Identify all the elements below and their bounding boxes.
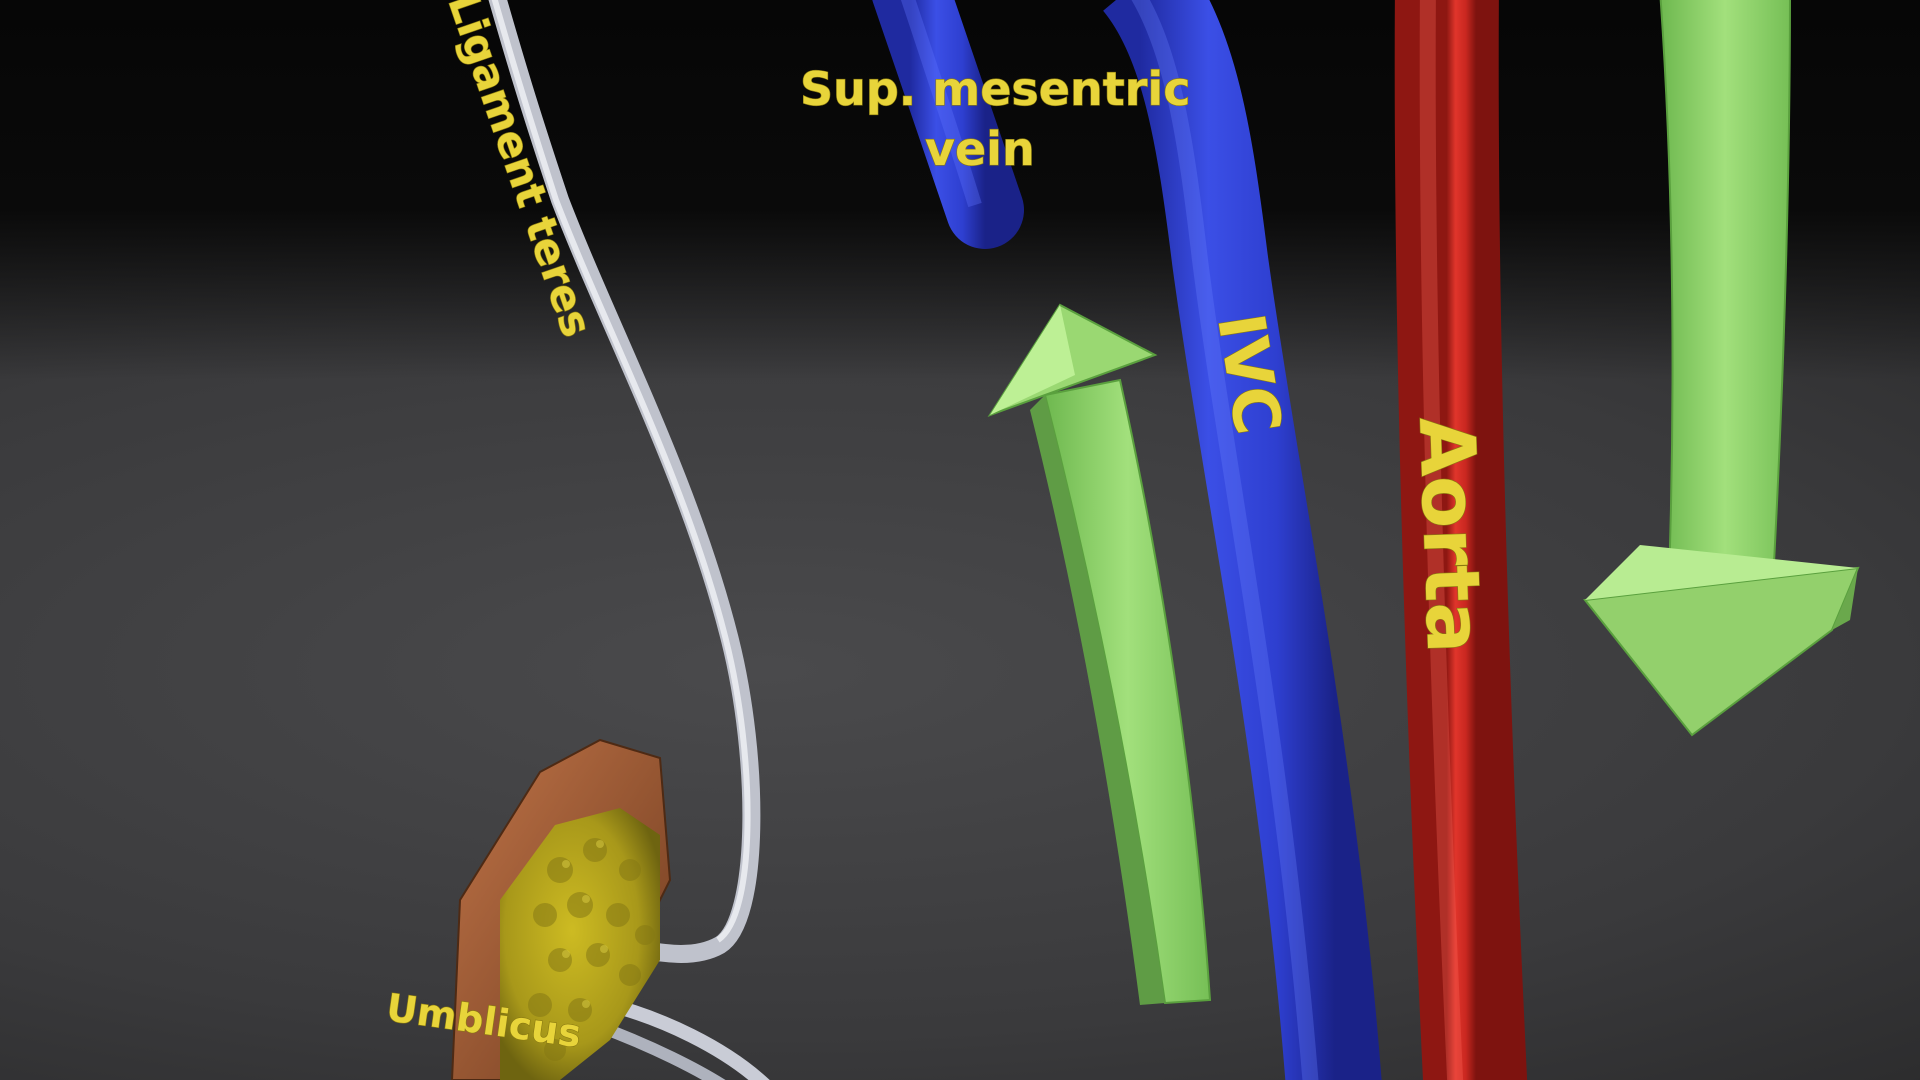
sup-mesenteric-vein-highlight [900,0,982,208]
aorta-vessel-highlight [1419,0,1464,1080]
umbilicus [450,738,672,1080]
sup-mesenteric-vein [872,0,1024,249]
aorta-vessel [1394,0,1528,1080]
downward-flow-arrow [1583,0,1860,737]
label-aorta: Aorta [1402,416,1499,655]
upward-flow-arrow [987,303,1212,1005]
ligament-teres-highlight [491,0,751,943]
label-sup-mesentric-line1: Sup. mesentric [800,62,1190,116]
ivc-vessel [1102,0,1382,1080]
label-sup-mesentric-line2: vein [925,122,1035,176]
ivc-vessel-highlight [1131,0,1319,1080]
ligament-teres-cord [488,0,761,963]
